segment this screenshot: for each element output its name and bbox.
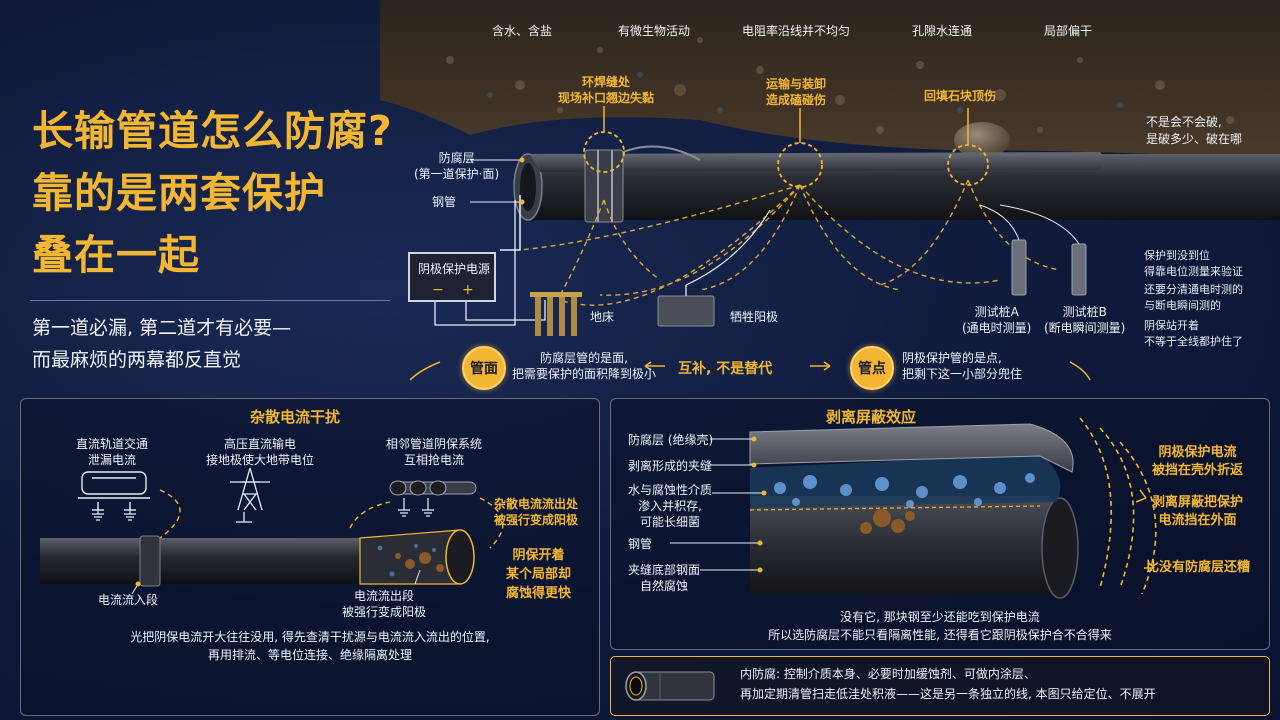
- soil-label-2: 有微生物活动: [618, 24, 691, 38]
- inner-corrosion-panel: [610, 656, 1270, 716]
- title-line-3: 叠在一起: [32, 231, 200, 279]
- soil-layer: [380, 0, 1280, 160]
- title-line-1: 长输管道怎么防腐?: [32, 107, 393, 155]
- shield-coating-label: 防腐层 (绝缘壳): [628, 433, 714, 447]
- title-divider: [30, 300, 390, 301]
- note-measure: 还要分清通电时测的 与断电瞬间测的: [1144, 283, 1243, 312]
- shield-illustration: [670, 417, 1157, 599]
- soil-label-5: 局部偏干: [1044, 24, 1093, 38]
- defect-transport-label: 运输与装卸 造成磕碰伤: [766, 77, 827, 107]
- stray-inflow-label: 电流流入段: [98, 593, 159, 607]
- complement-left-text: 防腐层管的是面, 把需要保护的面积降到极小: [512, 351, 657, 381]
- steel-pipe-label: 钢管: [432, 195, 457, 209]
- tower-icon: [230, 467, 270, 523]
- shield-bottom-corrosion-label: 夹缝底部钢面 自然腐蚀: [628, 563, 701, 593]
- cp-power-supply-label: 阴极保护电源: [418, 262, 491, 276]
- stray-panel-title: 杂散电流干扰: [250, 408, 341, 426]
- stray-illustration: [40, 467, 504, 595]
- main-illustration: [380, 0, 1280, 381]
- stray-source-neighbor: 相邻管道阴保系统 互相抢电流: [386, 437, 483, 467]
- ground-bed-label: 地床: [590, 310, 615, 324]
- soil-label-1: 含水、含盐: [492, 24, 553, 38]
- subtitle: 第一道必漏, 第二道才有必要— 而最麻烦的两幕都反直觉: [32, 312, 291, 376]
- shield-water-label: 水与腐蚀性介质 渗入并积存, 可能长细菌: [628, 483, 713, 529]
- shield-steel-label: 钢管: [628, 537, 653, 551]
- right-question: 不是会不会破, 是破多少、破在哪: [1146, 115, 1243, 146]
- shield-cp-bounce: 阴极保护电流 被挡在壳外折返: [1152, 445, 1244, 478]
- neighbor-pipes-icon: [389, 480, 477, 496]
- stray-warning: 阴保开着 某个局部却 腐蚀得更快: [506, 548, 572, 601]
- minus-terminal: −: [432, 282, 444, 298]
- coating-label: 防腐层 (第一道保护·面): [414, 151, 500, 181]
- shield-blocked: 剥离屏蔽把保护 电流挡在外面: [1152, 495, 1244, 528]
- stray-outflow-point: 杂散电流流出处 被强行变成阳极: [494, 497, 579, 527]
- subtitle-line-1: 第一道必漏, 第二道才有必要—: [32, 317, 292, 339]
- plus-terminal: +: [462, 282, 474, 298]
- cp-power-supply: 阴极保护电源 − +: [408, 252, 496, 302]
- shield-footer: 没有它, 那块钢至少还能吃到保护电流 所以选防腐层不能只看隔离性能, 还得看它跟…: [768, 610, 1112, 642]
- complement-right-text: 阴极保护管的是点, 把剩下这一小部分兜住: [902, 351, 1023, 381]
- soil-label-3: 电阻率沿线并不均匀: [742, 24, 851, 38]
- stray-footer: 光把阴保电流开大往往没用, 得先查清干扰源与电流流入流出的位置, 再用排流、等电…: [130, 630, 490, 662]
- shield-panel-title: 剥离屏蔽效应: [826, 408, 917, 426]
- train-icon: [78, 471, 150, 511]
- stray-source-rail: 直流轨道交通 泄漏电流: [76, 437, 149, 467]
- anode-block: [657, 295, 715, 327]
- test-post-b-label: 测试桩B (断电瞬间测量): [1044, 305, 1126, 335]
- test-post-a-label: 测试桩A (通电时测量): [962, 305, 1032, 335]
- title-line-2: 靠的是两套保护: [32, 169, 326, 217]
- complement-center: 互补, 不是替代: [678, 361, 773, 377]
- defect-rock-label: 回填石块顶伤: [924, 89, 997, 103]
- anode-label: 牺牲阳极: [730, 310, 779, 324]
- subtitle-line-2: 而最麻烦的两幕都反直觉: [32, 349, 242, 371]
- stray-outflow-label: 电流流出段 被强行变成阳极: [342, 589, 427, 619]
- soil-label-4: 孔隙水连通: [912, 24, 973, 38]
- page-title: 长输管道怎么防腐? 靠的是两套保护 叠在一起: [32, 100, 393, 286]
- note-verify: 保护到没到位 得靠电位测量来验证: [1144, 249, 1243, 278]
- shield-worse: 比没有防腐层还糟: [1146, 560, 1251, 575]
- badge-point: 管点: [850, 346, 894, 390]
- inner-corrosion-text: 内防腐: 控制介质本身、必要时加缓蚀剂、可做内涂层、 再加定期清管扫走低洼处积液…: [740, 667, 1156, 701]
- badge-surface: 管面: [462, 346, 506, 390]
- defect-weld-label: 环焊缝处 现场补口翘边失黏: [558, 75, 655, 105]
- stray-source-hvdc: 高压直流输电 接地极使大地带电位: [206, 437, 315, 467]
- inner-pipe-icon: [625, 671, 715, 701]
- note-station: 阴保站开着 不等于全线都护住了: [1144, 319, 1243, 348]
- shield-gap-label: 剥离形成的夹缝: [628, 459, 713, 473]
